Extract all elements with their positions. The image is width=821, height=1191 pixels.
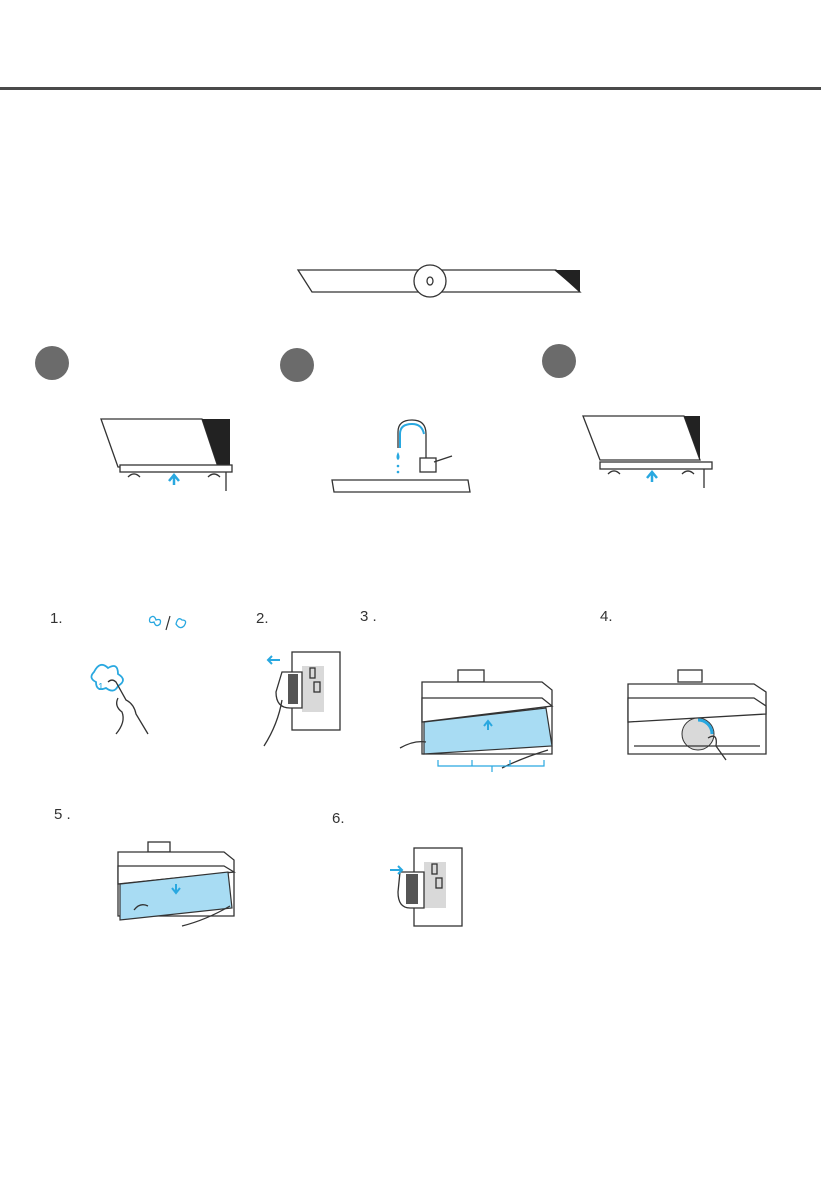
wash-filter-faucet-icon (330, 418, 476, 494)
step-number-3: 3 . (360, 608, 377, 625)
close-panel-icon (112, 840, 236, 930)
step-number-5: 5 . (54, 806, 71, 823)
header-divider (0, 87, 821, 90)
install-filter-icon (580, 412, 720, 490)
step-number-6: 6. (332, 810, 345, 827)
step-badge-3 (542, 344, 576, 378)
svg-text:1: 1 (98, 682, 104, 693)
step-badge-1 (35, 346, 69, 380)
step-number-1: 1. (50, 610, 63, 627)
plug-in-icon (388, 846, 464, 928)
unplug-icon (262, 652, 342, 752)
step-number-4: 4. (600, 608, 613, 625)
remove-filter-icon (98, 415, 238, 493)
range-hood-filter-icon (296, 264, 586, 296)
step-number-2: 2. (256, 610, 269, 627)
fan-button-icon: 1 (84, 660, 156, 736)
step-badge-2 (280, 348, 314, 382)
clean-fan-icon (624, 668, 774, 762)
open-panel-icon (398, 668, 558, 776)
fan-mode-icons (144, 614, 190, 632)
